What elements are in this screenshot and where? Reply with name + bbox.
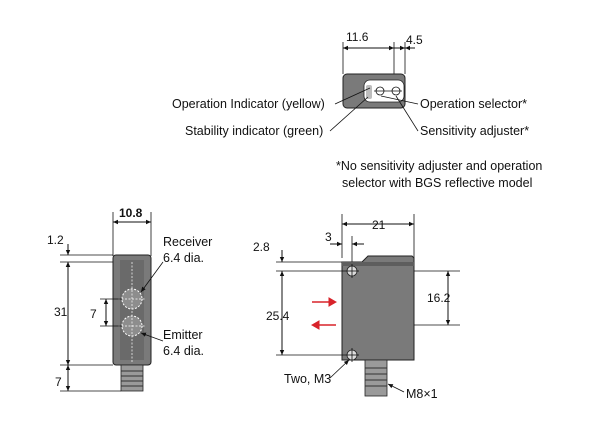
stability-indicator-label: Stability indicator (green): [185, 124, 323, 138]
side-body-top-edge: [342, 262, 414, 266]
footnote-line-1: *No sensitivity adjuster and operation: [336, 159, 542, 173]
receiver-beam-arrow-head: [310, 320, 320, 330]
front-view: 10.8 1.2 31 7 7 Receiver: [47, 206, 212, 392]
operation-selector-label: Operation selector*: [420, 97, 527, 111]
top-width-dim: 11.6: [346, 30, 369, 44]
operation-indicator-label: Operation Indicator (yellow): [172, 97, 325, 111]
front-connector-dim: 7: [55, 375, 62, 389]
leader-stability-indicator: [329, 96, 369, 132]
side-width-dim: 21: [372, 218, 386, 232]
receiver-label: Receiver: [163, 235, 212, 249]
side-hole-x-dim: 3: [325, 230, 332, 244]
top-adjuster-dim: 4.5: [406, 33, 423, 47]
side-hole-spacing-dim: 25.4: [266, 309, 290, 323]
side-hole-y-dim: 2.8: [253, 240, 270, 254]
indicator-lamps: [366, 85, 372, 99]
lens-panel: [120, 260, 144, 360]
mount-holes-leader: [329, 359, 350, 379]
connector-label: M8×1: [406, 387, 438, 401]
emitter-leader: [140, 332, 164, 342]
sensitivity-adjuster-label: Sensitivity adjuster*: [420, 124, 529, 138]
side-view: 21 3 2.8 25.4 16.2: [253, 214, 460, 401]
front-width-dim: 10.8: [119, 206, 143, 220]
footnote-line-2: selector with BGS reflective model: [342, 176, 532, 190]
top-view: 11.6 4.5 Operation Indicator (yellow) St…: [172, 30, 542, 190]
emitter-beam-arrow-head: [328, 297, 338, 307]
front-height-dim: 31: [54, 305, 68, 319]
leader-operation-indicator: [334, 87, 371, 105]
mount-holes-label: Two, M3: [284, 372, 331, 386]
leader-sensitivity-adjuster: [395, 95, 419, 132]
receiver-leader: [140, 261, 164, 293]
leader-operation-selector: [380, 95, 419, 105]
lens-spacing-dim: 7: [90, 307, 97, 321]
side-connector: [364, 359, 388, 397]
emitter-label: Emitter: [163, 328, 203, 342]
front-connector: [120, 364, 144, 392]
side-optical-dim: 16.2: [427, 291, 451, 305]
emitter-dia-label: 6.4 dia.: [163, 344, 204, 358]
front-top-offset-dim: 1.2: [47, 233, 64, 247]
receiver-dia-label: 6.4 dia.: [163, 251, 204, 265]
connector-leader: [387, 383, 405, 393]
